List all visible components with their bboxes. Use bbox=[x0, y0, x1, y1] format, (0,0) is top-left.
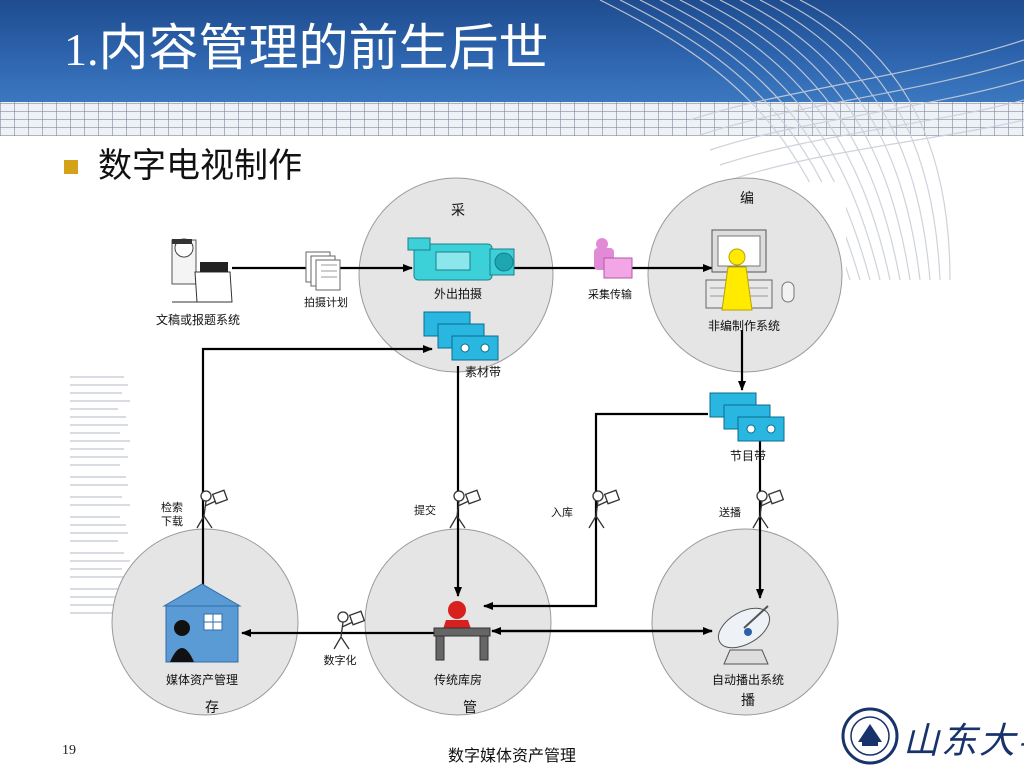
edge-capture-transfer: 采集传输 bbox=[588, 287, 632, 301]
circle-label-bo: 播 bbox=[741, 693, 755, 709]
university-seal-icon bbox=[841, 707, 899, 765]
edge-digitize: 数字化 bbox=[324, 653, 357, 667]
camera-icon bbox=[407, 237, 515, 281]
shoot-plan-icon bbox=[305, 251, 341, 291]
edge-download: 下载 bbox=[161, 515, 183, 528]
arrow-retrieve bbox=[201, 345, 433, 590]
university-logo-text: 山东大学 bbox=[903, 721, 1024, 762]
courier-icon-send bbox=[752, 489, 785, 529]
circle-label-guan: 管 bbox=[463, 700, 477, 716]
edge-shoot-plan: 拍摄计划 bbox=[304, 295, 348, 309]
raw-tape-icon bbox=[423, 311, 499, 361]
slide-title: 1.内容管理的前生后世 bbox=[64, 18, 549, 80]
courier-icons bbox=[196, 489, 785, 650]
header-swoosh bbox=[599, 0, 1024, 281]
circle-label-cun: 存 bbox=[205, 700, 219, 716]
node-nle-system: 非编制作系统 bbox=[708, 318, 780, 333]
node-media-asset: 媒体资产管理 bbox=[166, 672, 238, 687]
media-asset-house-icon bbox=[162, 583, 242, 663]
node-manuscript: 文稿或报题系统 bbox=[156, 312, 240, 327]
courier-icon-digitize bbox=[333, 610, 366, 650]
edge-archive: 入库 bbox=[551, 506, 573, 519]
arrows bbox=[201, 264, 764, 637]
courier-icon-archive bbox=[588, 489, 621, 529]
courier-icon-retrieve bbox=[196, 489, 229, 529]
faded-text-block bbox=[70, 376, 130, 614]
circle-label-bian: 编 bbox=[740, 191, 754, 207]
node-library: 传统库房 bbox=[434, 672, 482, 687]
manuscript-icon bbox=[171, 238, 233, 303]
title-number: 1. bbox=[64, 24, 99, 75]
capture-operator-icon bbox=[594, 238, 633, 279]
satellite-dish-icon bbox=[717, 605, 771, 665]
arrow-archive bbox=[483, 412, 708, 610]
edge-submit: 提交 bbox=[414, 503, 436, 517]
bullet-text: 数字电视制作 bbox=[98, 146, 302, 186]
program-tape-icon bbox=[709, 392, 785, 442]
node-program-tape: 节目带 bbox=[730, 449, 766, 463]
node-playout: 自动播出系统 bbox=[712, 673, 784, 687]
library-icon bbox=[433, 601, 491, 661]
editing-workstation-icon bbox=[705, 229, 795, 311]
circle-label-cai: 采 bbox=[451, 203, 465, 219]
edge-search: 检索 bbox=[161, 500, 183, 514]
courier-icon-submit bbox=[449, 489, 482, 529]
bullet-marker bbox=[64, 160, 78, 174]
footer-title: 数字媒体资产管理 bbox=[448, 746, 577, 765]
header-grid-pattern bbox=[0, 102, 1024, 136]
node-outdoor-shoot: 外出拍摄 bbox=[434, 286, 482, 301]
title-text: 内容管理的前生后世 bbox=[98, 19, 549, 77]
page-number: 19 bbox=[62, 743, 76, 758]
node-raw-tape: 素材带 bbox=[465, 365, 501, 379]
edge-send-broadcast: 送播 bbox=[719, 505, 741, 519]
